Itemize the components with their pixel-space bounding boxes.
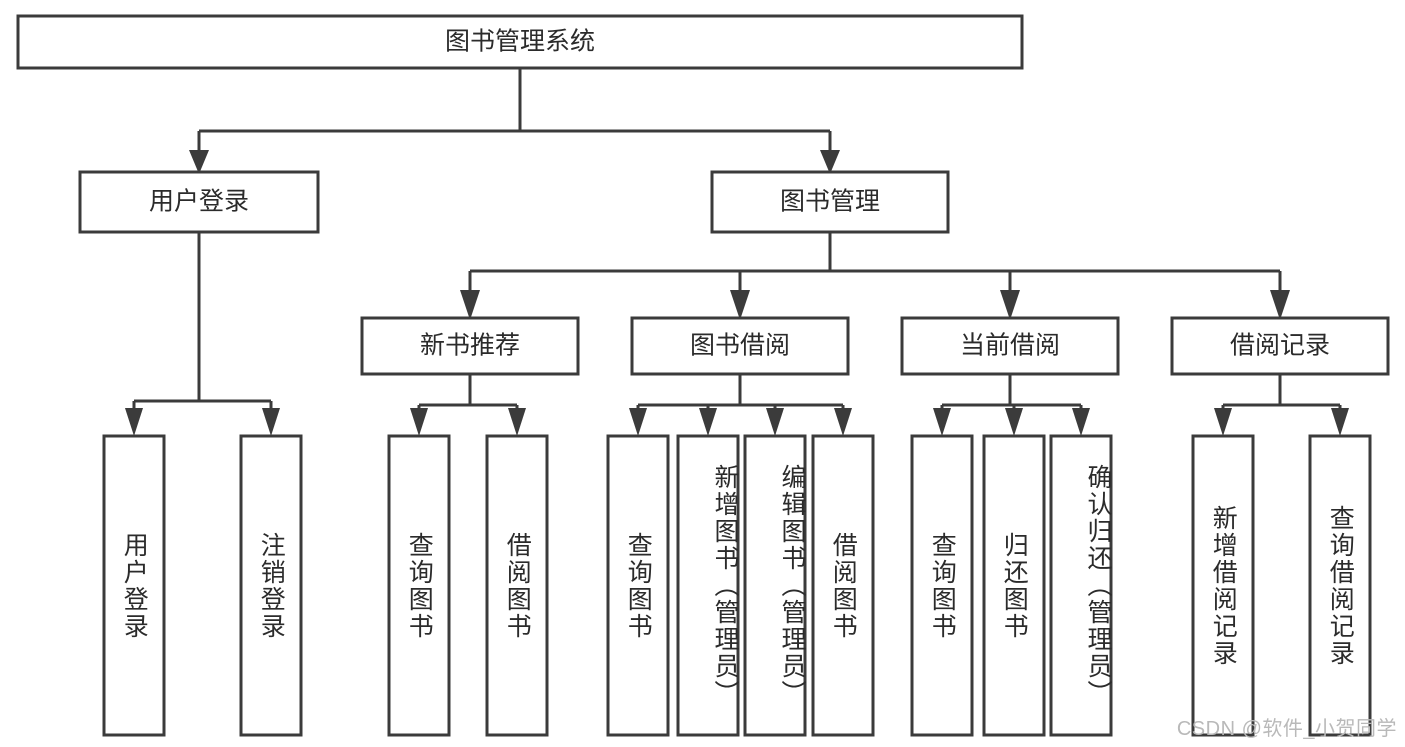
node-current-borrow-box[interactable] <box>900 316 1120 376</box>
arrow-head-book-borrow <box>730 290 750 320</box>
arrow-head-leaf-logout <box>262 408 280 436</box>
leaf-query-borrow-record-box[interactable] <box>1308 434 1372 737</box>
arrow-head-user-login <box>189 150 209 174</box>
arrow-head-book-manage <box>820 150 840 174</box>
leaf-borrow-book-recommend-box[interactable] <box>485 434 549 737</box>
arrow-head-leaf-query-book-current <box>933 408 951 436</box>
arrow-head-borrow-record <box>1270 290 1290 320</box>
node-book-manage-label: 图书管理 <box>780 188 880 216</box>
node-new-book-recommend-label: 新书推荐 <box>420 332 520 360</box>
arrow-head-leaf-query-book-recommend <box>410 408 428 436</box>
arrow-head-leaf-confirm-return <box>1072 408 1090 436</box>
leaf-confirm-return-admin-box[interactable] <box>1049 434 1113 737</box>
leaf-query-book-borrow-box[interactable] <box>606 434 670 737</box>
arrow-head-new-book <box>460 290 480 320</box>
arrow-head-leaf-query-borrow-record <box>1331 408 1349 436</box>
arrow-head-leaf-return-book <box>1005 408 1023 436</box>
arrow-head-leaf-add-borrow-record <box>1214 408 1232 436</box>
leaf-user-login-box[interactable] <box>102 434 166 737</box>
leaf-query-book-recommend-box[interactable] <box>387 434 451 737</box>
arrow-head-leaf-query-book-borrow <box>629 408 647 436</box>
node-new-book-recommend-box[interactable] <box>360 316 580 376</box>
arrow-head-leaf-borrow-book-recommend <box>508 408 526 436</box>
arrow-head-leaf-edit-book <box>766 408 784 436</box>
arrow-head-leaf-user-login <box>125 408 143 436</box>
node-box-layer <box>16 14 1390 737</box>
node-label-layer: 图书管理系统 用户登录 图书管理 新书推荐 图书借阅 当前借阅 借阅记录 <box>149 28 1330 360</box>
leaf-logout-login-box[interactable] <box>239 434 303 737</box>
node-book-manage-box[interactable] <box>710 170 950 234</box>
connector-layer <box>125 68 1349 436</box>
node-borrow-record-box[interactable] <box>1170 316 1390 376</box>
arrow-head-leaf-borrow-book <box>834 408 852 436</box>
arrow-head-current-borrow <box>1000 290 1020 320</box>
arrow-head-leaf-add-book <box>699 408 717 436</box>
leaf-edit-book-admin-box[interactable] <box>743 434 807 737</box>
node-book-borrow-label: 图书借阅 <box>690 332 790 360</box>
node-root-label: 图书管理系统 <box>445 28 595 56</box>
leaf-borrow-book-box[interactable] <box>811 434 875 737</box>
node-current-borrow-label: 当前借阅 <box>960 332 1060 360</box>
leaf-add-book-admin-box[interactable] <box>676 434 740 737</box>
node-root-box[interactable] <box>16 14 1024 70</box>
leaf-query-book-current-box[interactable] <box>910 434 974 737</box>
leaf-return-book-box[interactable] <box>982 434 1046 737</box>
leaf-add-borrow-record-box[interactable] <box>1191 434 1255 737</box>
csdn-watermark: CSDN @软件_小贺同学 <box>1176 718 1397 740</box>
node-user-login-box[interactable] <box>78 170 320 234</box>
node-borrow-record-label: 借阅记录 <box>1230 332 1330 360</box>
node-user-login-label: 用户登录 <box>149 188 249 216</box>
node-book-borrow-box[interactable] <box>630 316 850 376</box>
